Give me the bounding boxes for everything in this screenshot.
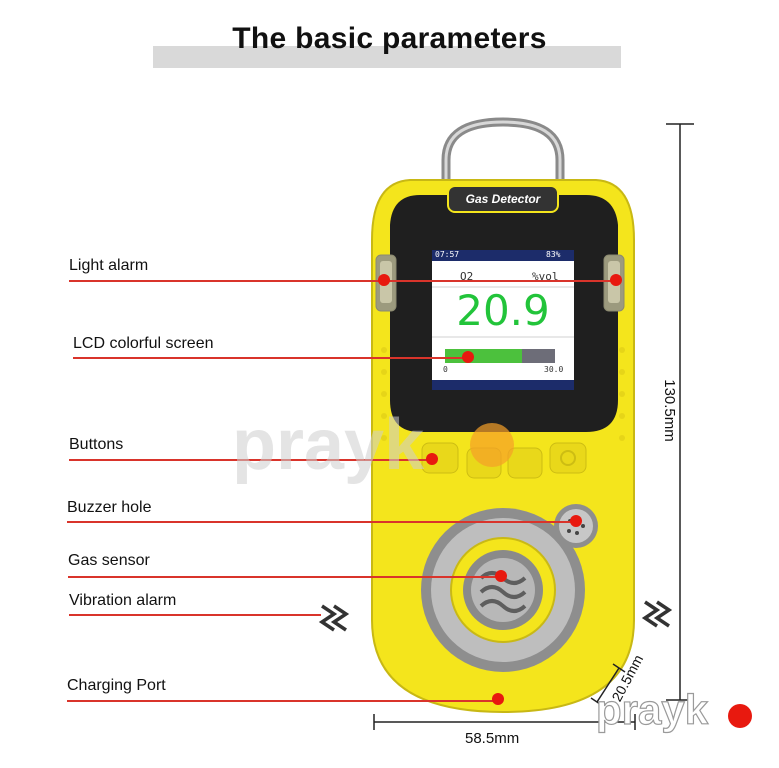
callout-vibration-alarm: Vibration alarm — [69, 592, 177, 609]
watermark-center: prayk — [232, 405, 425, 485]
leader-buzzer-hole — [67, 521, 576, 523]
marker-buzzer-hole — [570, 515, 582, 527]
watermark-center-dot — [470, 423, 514, 467]
leader-gas-sensor — [68, 576, 500, 578]
callout-gas-sensor: Gas sensor — [68, 552, 150, 569]
vibration-icon-right — [641, 600, 673, 628]
screen-bar-max: 30.0 — [544, 365, 564, 374]
watermark-corner: prayk — [595, 685, 709, 733]
screen-reading: 20.9 — [456, 286, 550, 335]
screen-bar-min: 0 — [443, 365, 448, 374]
marker-buttons — [426, 453, 438, 465]
depth-dimension-line — [596, 667, 620, 703]
leader-light-alarm — [69, 280, 616, 282]
leader-buttons — [69, 459, 432, 461]
lcd-screen — [432, 250, 574, 390]
brand-plate — [447, 185, 559, 213]
callout-buttons: Buttons — [69, 436, 124, 453]
screen-time: 07:57 — [435, 250, 460, 259]
screen-gas-name: O2 — [460, 270, 474, 283]
button-1 — [421, 442, 459, 474]
callout-lcd-screen: LCD colorful screen — [73, 335, 214, 352]
marker-gas-sensor — [495, 570, 507, 582]
width-dimension-label: 58.5mm — [465, 730, 520, 747]
marker-charging-port — [492, 693, 504, 705]
marker-lcd-screen — [462, 351, 474, 363]
marker-light-alarm-left — [378, 274, 390, 286]
leader-charging-port — [67, 700, 498, 702]
leader-lcd-screen — [73, 357, 468, 359]
callout-charging-port: Charging Port — [67, 677, 166, 694]
screen-battery: 83% — [546, 250, 561, 259]
watermark-corner-dot — [728, 704, 752, 728]
power-icon — [560, 450, 576, 466]
button-3 — [507, 447, 543, 479]
callout-buzzer-hole: Buzzer hole — [67, 499, 152, 516]
leader-vibration-alarm — [69, 614, 321, 616]
callout-light-alarm: Light alarm — [69, 257, 149, 274]
brand-label: Gas Detector — [465, 192, 541, 206]
vibration-icon-left — [318, 604, 350, 632]
screen-unit: %vol — [532, 270, 559, 283]
power-button — [549, 442, 587, 474]
height-dimension-label: 130.5mm — [660, 379, 678, 442]
title-underline-bar — [153, 46, 621, 68]
page-title: The basic parameters — [232, 22, 547, 55]
marker-light-alarm-right — [610, 274, 622, 286]
gas-level-fill — [445, 349, 522, 363]
